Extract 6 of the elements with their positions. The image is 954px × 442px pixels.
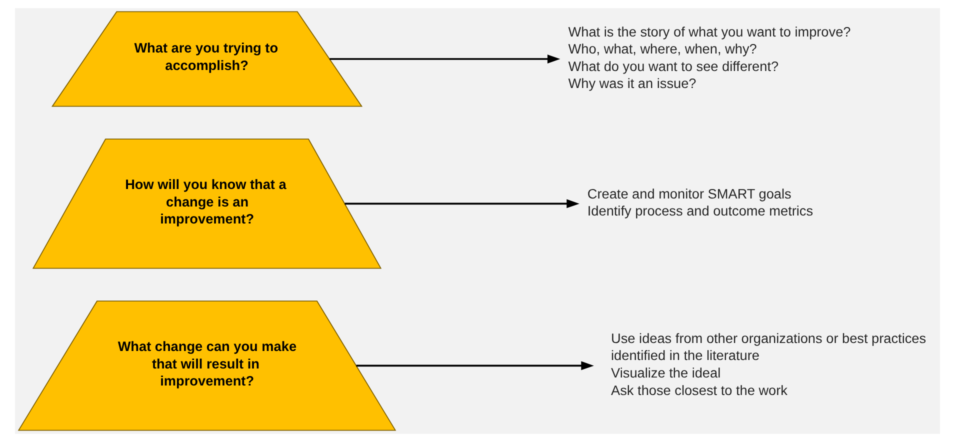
node-text: What is the story of what you want to improve? Who, what, where, when, why? What do you want to see different? Why was it an issue?	[568, 24, 850, 92]
arrow	[356, 361, 594, 370]
node-text: Create and monitor SMART goals Identify process and outcome metrics	[586, 186, 813, 219]
arrow	[344, 199, 579, 208]
arrow	[329, 54, 560, 64]
node-text: Use ideas from other organizations or best practices identified in the literature Visualize the ideal Ask those closest to the work	[610, 330, 926, 398]
